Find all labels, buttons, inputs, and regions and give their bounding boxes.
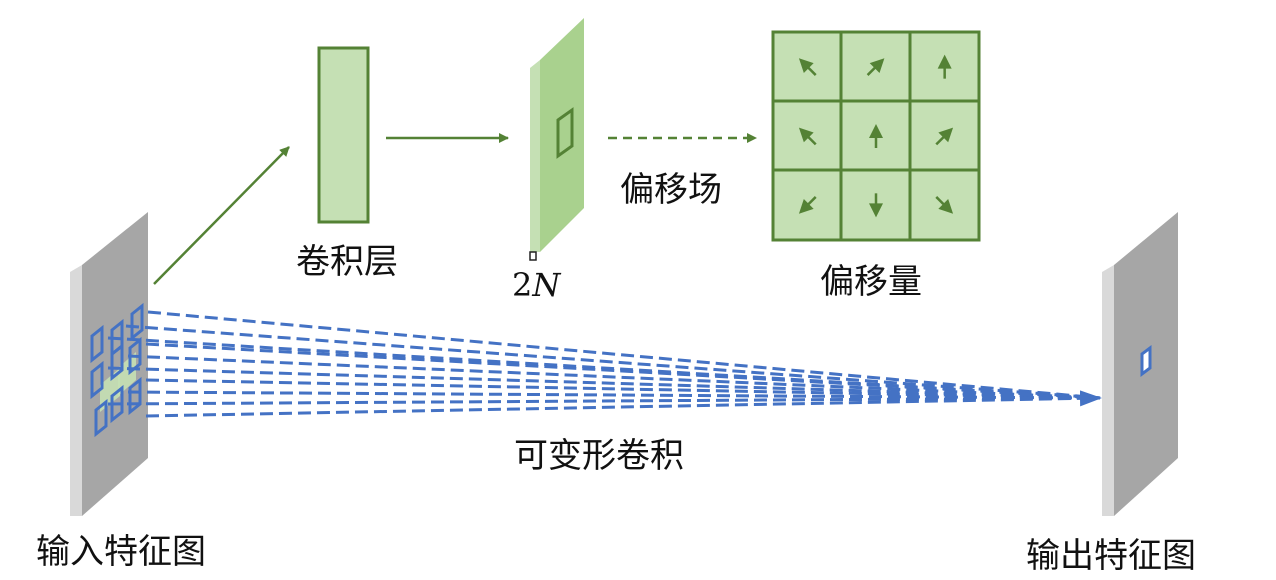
conv-layer-block: [317, 46, 370, 224]
channels-variable: N: [532, 266, 561, 304]
offset-field-label: 偏移场: [620, 170, 722, 210]
offset-arrow-down-left-icon: [798, 199, 814, 214]
deformable-conv-lines: [107, 310, 1102, 418]
offset-field-plane: [529, 18, 584, 261]
output-feature-map: [1102, 212, 1178, 516]
offset-arrow-up-icon: [869, 124, 883, 138]
offset-arrow-down-icon: [869, 203, 883, 218]
offset-arrow-up-right-icon: [938, 127, 954, 143]
input-feature-map-label: 输入特征图: [36, 532, 206, 572]
offsets-label: 偏移量: [820, 262, 922, 302]
output-feature-map-label: 输出特征图: [1026, 536, 1196, 576]
deformable-conv-label: 可变形卷积: [514, 436, 684, 476]
offset-arrow-up-icon: [937, 54, 952, 69]
offsets-grid: [771, 30, 981, 242]
offset-arrow-up-left-icon: [798, 127, 814, 143]
offset-arrow-up-left-icon: [798, 58, 814, 73]
arrow-to-conv: [153, 146, 290, 285]
offset-arrow-down-right-icon: [938, 199, 954, 214]
channels-number: 2: [512, 266, 533, 304]
offset-arrow-up-right-icon: [869, 58, 885, 73]
conv-layer-label: 卷积层: [296, 242, 398, 282]
input-feature-map: [70, 212, 148, 516]
channels-label: 2N: [512, 266, 560, 304]
